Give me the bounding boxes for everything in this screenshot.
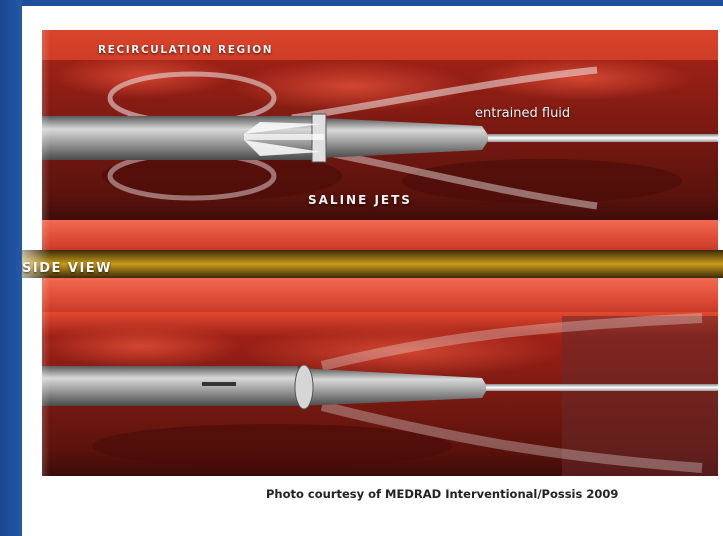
label-entrained-fluid: entrained fluid	[475, 106, 570, 121]
vessel-wall-band-lower	[42, 278, 718, 312]
label-recirculation-region: RECIRCULATION REGION	[98, 44, 273, 56]
photo-credit: Photo courtesy of MEDRAD Interventional/…	[266, 487, 618, 501]
left-blue-band	[0, 0, 22, 536]
side-view-gold-band	[22, 250, 723, 278]
label-saline-jets: SALINE JETS	[308, 193, 412, 207]
illustration-card: RECIRCULATION REGION entrained fluid SAL…	[22, 6, 723, 536]
vessel-wall-band-upper	[42, 220, 718, 250]
bottom-vessel-view	[42, 312, 718, 476]
label-side-view: SIDE VIEW	[22, 261, 112, 276]
thrombectomy-illustration	[22, 6, 723, 536]
